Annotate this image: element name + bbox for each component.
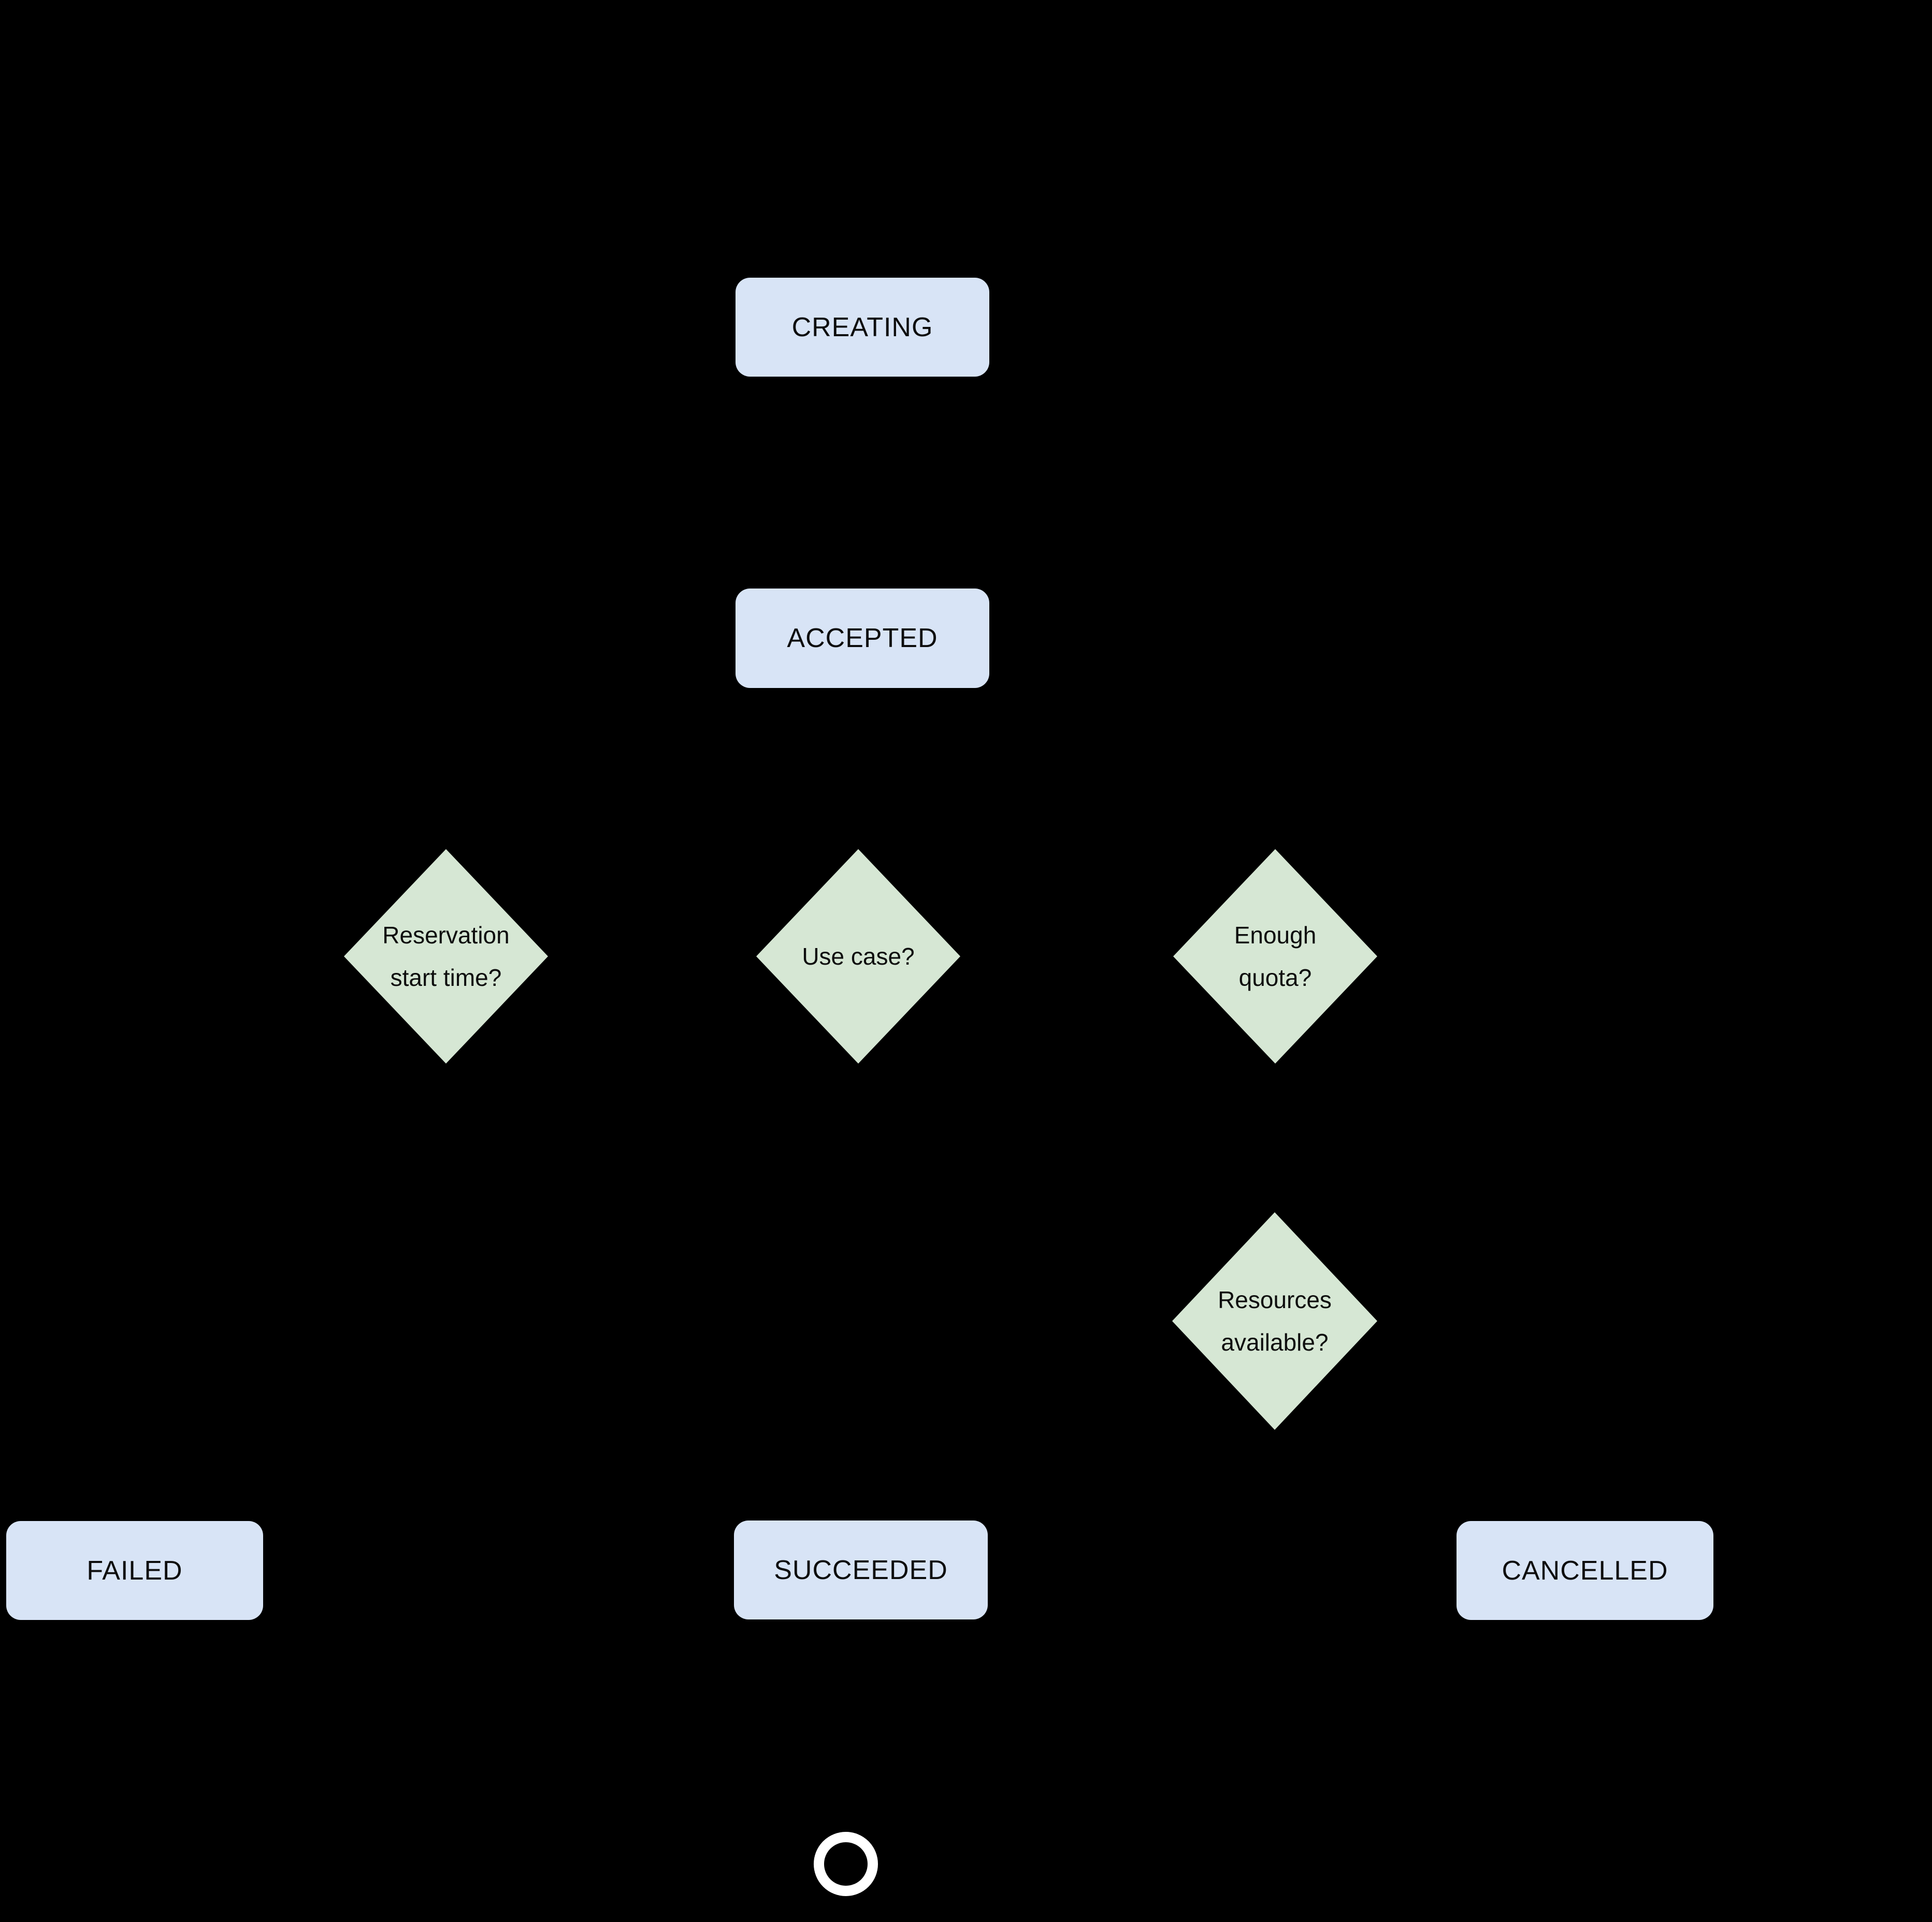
decision-label-line: available? (1221, 1329, 1329, 1356)
decision-label-line: Enough (1234, 922, 1317, 949)
decision-label-line: Reservation (382, 922, 510, 949)
state-node-succeeded: SUCCEEDED (734, 1521, 988, 1619)
decision-node-reservation-start-time: Reservation start time? (344, 849, 548, 1064)
state-label-cancelled: CANCELLED (1502, 1555, 1668, 1586)
decision-label-line: quota? (1238, 964, 1312, 991)
decision-node-enough-quota: Enough quota? (1173, 849, 1377, 1064)
decision-label-line: start time? (390, 964, 502, 991)
decision-node-resources-available: Resources available? (1172, 1212, 1377, 1430)
end-state-circle-icon (814, 1832, 878, 1896)
state-node-accepted: ACCEPTED (736, 589, 989, 688)
decision-label-line: Use case? (802, 943, 915, 970)
state-node-creating: CREATING (736, 278, 989, 377)
state-label-accepted: ACCEPTED (787, 623, 938, 653)
decision-node-use-case: Use case? (756, 849, 960, 1064)
state-node-failed: FAILED (6, 1521, 263, 1620)
state-label-succeeded: SUCCEEDED (774, 1555, 948, 1585)
state-label-failed: FAILED (86, 1555, 183, 1586)
decision-label-line: Resources (1218, 1286, 1332, 1313)
state-label-creating: CREATING (791, 312, 933, 342)
state-node-cancelled: CANCELLED (1457, 1521, 1713, 1620)
